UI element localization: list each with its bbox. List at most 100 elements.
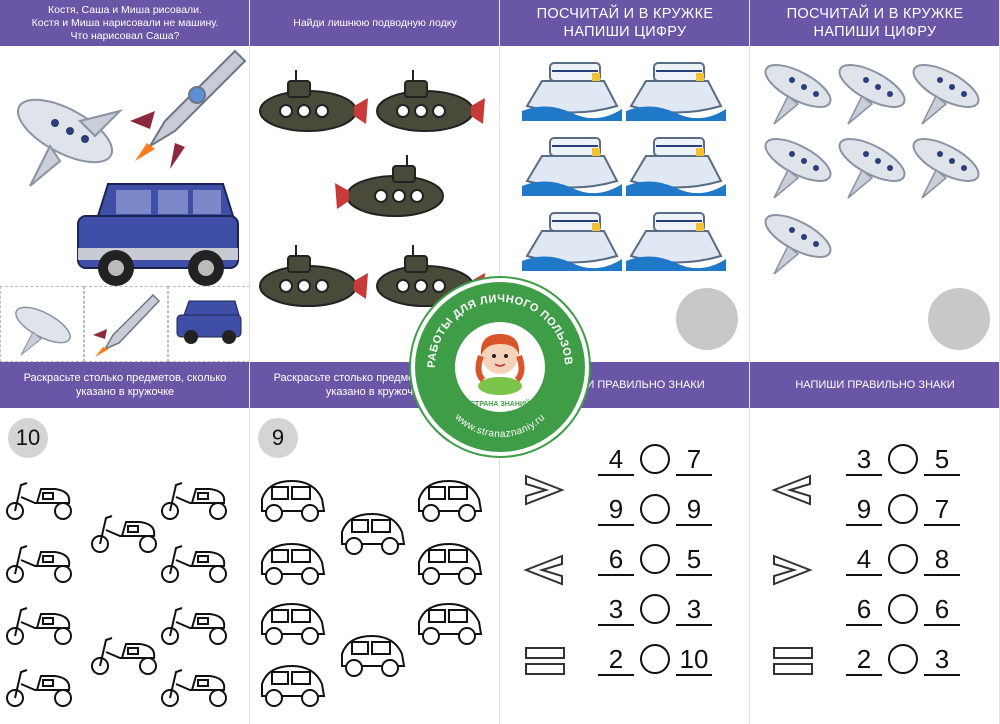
right-number: 7 bbox=[924, 494, 960, 526]
airplanes-illustration bbox=[758, 55, 986, 275]
count-badge: 10 bbox=[8, 418, 48, 458]
car-icon bbox=[418, 543, 482, 585]
compare-row: 4 8 bbox=[846, 544, 960, 576]
ship-icon bbox=[625, 212, 727, 272]
ship-icon bbox=[625, 137, 727, 197]
scooter-icon bbox=[6, 545, 72, 583]
logo-center: СТРАНА ЗНАНИЙ bbox=[455, 322, 545, 412]
compare-row: 3 3 bbox=[598, 594, 712, 626]
right-number: 5 bbox=[924, 444, 960, 476]
choice-cell-airplane[interactable] bbox=[0, 286, 84, 362]
right-number: 3 bbox=[676, 594, 712, 626]
sign-answer-circle[interactable] bbox=[888, 544, 918, 574]
sign-answer-circle[interactable] bbox=[640, 444, 670, 474]
compare-title: НАПИШИ ПРАВИЛЬНО ЗНАКИ bbox=[545, 379, 705, 391]
car-icon bbox=[261, 543, 325, 585]
rocket-icon bbox=[93, 293, 161, 357]
left-number: 6 bbox=[846, 594, 882, 626]
airplane-icon bbox=[906, 129, 986, 199]
scooter-icon bbox=[91, 515, 157, 553]
card-who-drew-banner: Костя, Саша и Миша рисовали. Костя и Миш… bbox=[0, 0, 249, 46]
sign-answer-circle[interactable] bbox=[888, 644, 918, 674]
compare-row: 9 9 bbox=[598, 494, 712, 526]
sign-answer-circle[interactable] bbox=[888, 444, 918, 474]
right-number: 5 bbox=[676, 544, 712, 576]
submarine-icon bbox=[259, 69, 369, 132]
scooters-illustration bbox=[6, 482, 227, 707]
card-odd-submarine-title: Найди лишнюю подводную лодку bbox=[293, 16, 457, 29]
airplane-icon bbox=[832, 55, 912, 125]
compare-row: 2 3 bbox=[846, 644, 960, 676]
sign-answer-circle[interactable] bbox=[640, 644, 670, 674]
scooter-icon bbox=[161, 669, 227, 707]
scooter-icon bbox=[161, 607, 227, 645]
equals-icon bbox=[773, 647, 813, 675]
car-icon bbox=[261, 665, 325, 707]
answer-circle[interactable] bbox=[676, 288, 738, 350]
compare-row: 3 5 bbox=[846, 444, 960, 476]
car-icon bbox=[77, 183, 239, 286]
car-icon bbox=[341, 513, 405, 555]
compare-row: 2 10 bbox=[598, 644, 712, 676]
left-number: 3 bbox=[598, 594, 634, 626]
card-compare-signs-2-banner: НАПИШИ ПРАВИЛЬНО ЗНАКИ bbox=[750, 362, 999, 408]
submarine-icon-odd bbox=[334, 154, 444, 217]
card-count-planes-banner: ПОСЧИТАЙ И В КРУЖКЕ НАПИШИ ЦИФРУ bbox=[750, 0, 999, 46]
compare-row: 4 7 bbox=[598, 444, 712, 476]
choice-cell-rocket[interactable] bbox=[84, 286, 168, 362]
car-icon bbox=[341, 635, 405, 677]
airplane-icon bbox=[15, 306, 71, 356]
ships-illustration bbox=[521, 62, 727, 272]
ship-icon bbox=[521, 212, 623, 272]
card-compare-signs-2: НАПИШИ ПРАВИЛЬНО ЗНАКИ 3 5 9 7 4 bbox=[750, 362, 1000, 724]
color-title-line-1: Раскрасьте столько предметов, сколько bbox=[23, 372, 227, 384]
airplane-icon bbox=[758, 129, 838, 199]
answer-circle[interactable] bbox=[928, 288, 990, 350]
compare-row: 9 7 bbox=[846, 494, 960, 526]
riddle-line-1: Костя, Саша и Миша рисовали. bbox=[48, 3, 202, 16]
left-number: 2 bbox=[598, 644, 634, 676]
count-title-line-1: ПОСЧИТАЙ И В КРУЖКЕ bbox=[536, 6, 714, 22]
sign-answer-circle[interactable] bbox=[640, 594, 670, 624]
left-number: 9 bbox=[846, 494, 882, 526]
riddle-line-2: Костя и Миша нарисовали не машину. bbox=[31, 16, 219, 29]
card-color-scooters-banner: Раскрасьте столько предметов, сколько ук… bbox=[0, 362, 249, 408]
scooter-icon bbox=[161, 482, 227, 520]
right-number: 6 bbox=[924, 594, 960, 626]
right-number: 8 bbox=[924, 544, 960, 576]
scooter-icon bbox=[91, 637, 157, 675]
ship-icon bbox=[521, 137, 623, 197]
left-number: 6 bbox=[598, 544, 634, 576]
card-odd-submarine-banner: Найди лишнюю подводную лодку bbox=[250, 0, 499, 46]
sign-answer-circle[interactable] bbox=[640, 544, 670, 574]
right-number: 10 bbox=[676, 644, 712, 676]
greater-than-icon bbox=[773, 554, 813, 586]
airplane-rocket-car-illustration bbox=[16, 49, 247, 286]
sign-answer-circle[interactable] bbox=[888, 494, 918, 524]
car-icon bbox=[261, 603, 325, 645]
greater-than-icon bbox=[525, 474, 565, 506]
car-icon bbox=[418, 603, 482, 645]
count-title-line-1: ПОСЧИТАЙ И В КРУЖКЕ bbox=[786, 6, 964, 22]
choice-cell-car[interactable] bbox=[168, 286, 249, 362]
less-than-icon bbox=[523, 554, 563, 586]
rocket-icon bbox=[130, 49, 247, 169]
ship-icon bbox=[625, 62, 727, 122]
left-number: 4 bbox=[598, 444, 634, 476]
left-number: 3 bbox=[846, 444, 882, 476]
scooter-icon bbox=[6, 482, 72, 520]
watermark-logo: МОИ РАБОТЫ ДЛЯ ЛИЧНОГО ПОЛЬЗОВАНИЯ www.s… bbox=[415, 282, 585, 452]
airplane-icon bbox=[758, 205, 838, 275]
sign-answer-circle[interactable] bbox=[640, 494, 670, 524]
count-title-line-2: НАПИШИ ЦИФРУ bbox=[813, 24, 937, 40]
riddle-line-3: Что нарисовал Саша? bbox=[70, 29, 180, 42]
count-title-line-2: НАПИШИ ЦИФРУ bbox=[563, 24, 687, 40]
left-number: 9 bbox=[598, 494, 634, 526]
equals-icon bbox=[525, 647, 565, 675]
cars-illustration bbox=[261, 480, 482, 707]
sign-answer-circle[interactable] bbox=[888, 594, 918, 624]
left-number: 2 bbox=[846, 644, 882, 676]
color-title-line-2: указано в кружочке bbox=[325, 386, 425, 398]
car-icon bbox=[418, 480, 482, 522]
scooter-icon bbox=[6, 607, 72, 645]
